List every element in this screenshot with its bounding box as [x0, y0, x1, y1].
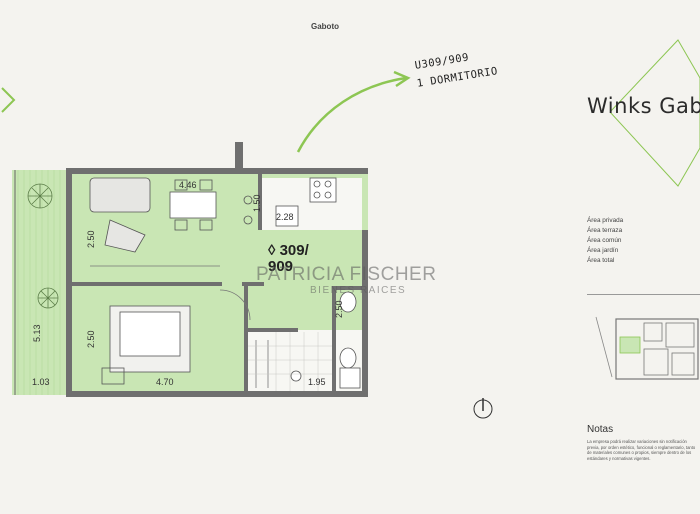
- dim-kitchen-height: 1.50: [252, 194, 262, 212]
- key-plan: [590, 315, 700, 385]
- dim-kitchen-width: 2.28: [276, 212, 294, 222]
- watermark-name: PATRICIA FISCHER: [256, 264, 437, 285]
- watermark-subtitle: BIENES RAICES: [310, 285, 407, 296]
- area-total-label: Área total: [587, 257, 615, 264]
- callout-arrow-icon: [296, 70, 411, 153]
- brand-title: Winks Gab: [587, 94, 700, 118]
- area-terrace-label: Área terraza: [587, 227, 623, 234]
- unit-label-line1: ◊ 309/: [268, 242, 309, 259]
- plant-icon: [27, 183, 53, 209]
- floor-plan: [12, 142, 368, 397]
- dim-bath-width: 1.95: [308, 377, 326, 387]
- unit-label: ◊ 309/ 909: [268, 243, 309, 275]
- callout-unit: U309/909: [414, 51, 470, 72]
- dim-bath-height: 2.50: [334, 300, 344, 318]
- brand-diamond-icon: [610, 39, 700, 187]
- dim-living-width: 4.46: [179, 180, 197, 190]
- area-private-label: Área privada: [587, 217, 624, 224]
- area-garden-label: Área jardín: [587, 247, 619, 254]
- dim-terrace-width: 1.03: [32, 377, 50, 387]
- dim-terrace-height: 5.13: [32, 324, 42, 342]
- notes-body: La empresa podrá realizar variaciones si…: [587, 439, 696, 461]
- area-common-label: Área común: [587, 237, 622, 244]
- dim-living-height: 2.50: [86, 230, 96, 248]
- notes-title: Notas: [587, 424, 614, 435]
- area-list: Área privada Área terraza Área común Áre…: [587, 216, 623, 266]
- dim-bedroom-width: 4.70: [156, 377, 174, 387]
- street-label: Gaboto: [311, 22, 339, 31]
- divider: [587, 294, 700, 295]
- dim-bedroom-height: 2.50: [86, 330, 96, 348]
- unit-label-line2: 909: [268, 258, 294, 275]
- chevron-decoration-icon: [1, 87, 16, 113]
- north-arrow-icon: [473, 398, 493, 419]
